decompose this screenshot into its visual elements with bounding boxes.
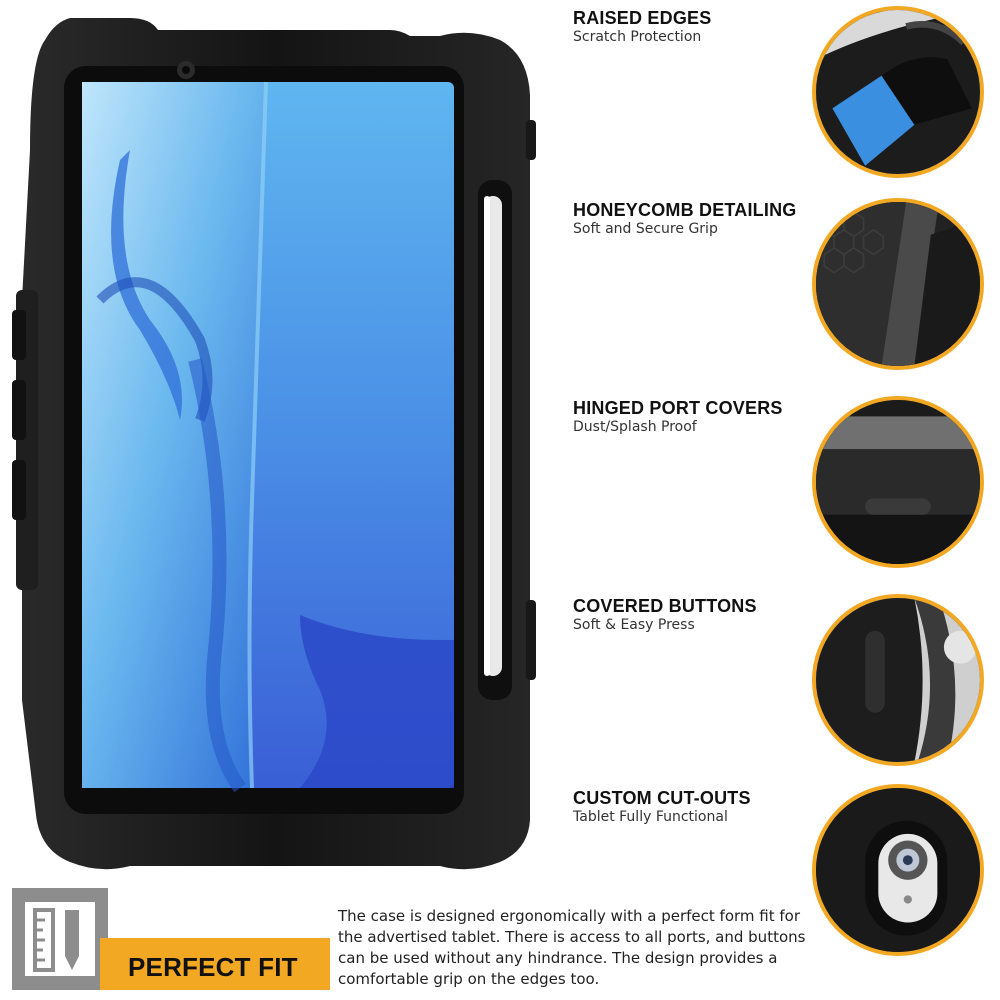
camera-cutout-detail-icon [812,784,984,956]
fit-label-bar [100,938,330,990]
tablet-case-image [12,18,536,870]
feature-raised-edges: RAISED EDGES Scratch Protection [573,8,823,46]
feature-title: HINGED PORT COVERS [573,398,783,418]
perfect-fit-description: The case is designed ergonomically with … [338,907,806,988]
feature-title: COVERED BUTTONS [573,596,757,616]
ruler-pencil-icon [25,902,95,976]
feature-subtitle: Dust/Splash Proof [573,419,697,435]
perfect-fit-label: PERFECT FIT [128,952,298,982]
honeycomb-detail-icon [812,198,984,370]
port-cover-detail-icon [812,396,984,568]
feature-subtitle: Scratch Protection [573,29,702,45]
feature-title: CUSTOM CUT-OUTS [573,788,751,808]
feature-covered-buttons: COVERED BUTTONS Soft & Easy Press [573,596,823,634]
button-detail-icon [812,594,984,766]
raised-edge-detail-icon [812,6,984,178]
fit-icon-box [12,888,108,990]
feature-title: HONEYCOMB DETAILING [573,200,797,220]
feature-title: RAISED EDGES [573,8,712,28]
feature-subtitle: Tablet Fully Functional [573,809,728,825]
feature-hinged-port-covers: HINGED PORT COVERS Dust/Splash Proof [573,398,823,436]
feature-honeycomb-detailing: HONEYCOMB DETAILING Soft and Secure Grip [573,200,823,238]
feature-subtitle: Soft & Easy Press [573,617,695,633]
feature-custom-cutouts: CUSTOM CUT-OUTS Tablet Fully Functional [573,788,823,826]
feature-subtitle: Soft and Secure Grip [573,221,718,237]
